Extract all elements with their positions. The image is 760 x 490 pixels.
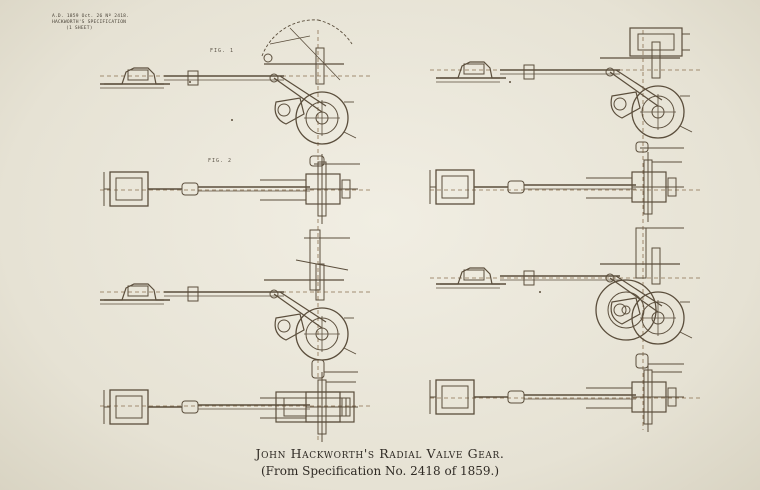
reference-dots bbox=[189, 81, 541, 293]
fig-6-plan bbox=[429, 141, 685, 229]
fig-2-label: FIG. 2 bbox=[208, 158, 233, 164]
fig-3-elevation bbox=[99, 229, 357, 361]
fig-2-plan bbox=[103, 153, 360, 225]
stamp-line-2: HACKWORTH'S SPECIFICATION bbox=[52, 20, 127, 25]
radial-arc-detail bbox=[261, 19, 353, 81]
centre-lines bbox=[100, 30, 700, 440]
caption-subtitle: (From Specification No. 2418 of 1859.) bbox=[260, 464, 500, 478]
fig-8-plan bbox=[429, 353, 685, 433]
patent-stamp: A.D. 1859 Oct. 26 Nº 2418. HACKWORTH'S S… bbox=[52, 14, 129, 32]
fig-1-label: FIG. 1 bbox=[210, 48, 235, 54]
plate-caption: John Hackworth's Radial Valve Gear. (Fro… bbox=[0, 446, 760, 478]
stamp-line-1: A.D. 1859 Oct. 26 Nº 2418. bbox=[52, 14, 130, 19]
fig-4-plan bbox=[103, 359, 359, 443]
caption-title: John Hackworth's Radial Valve Gear. bbox=[255, 446, 505, 461]
stamp-line-3: (1 SHEET) bbox=[66, 26, 93, 31]
fig-5-elevation bbox=[435, 27, 693, 139]
fig-7-elevation bbox=[435, 227, 693, 345]
